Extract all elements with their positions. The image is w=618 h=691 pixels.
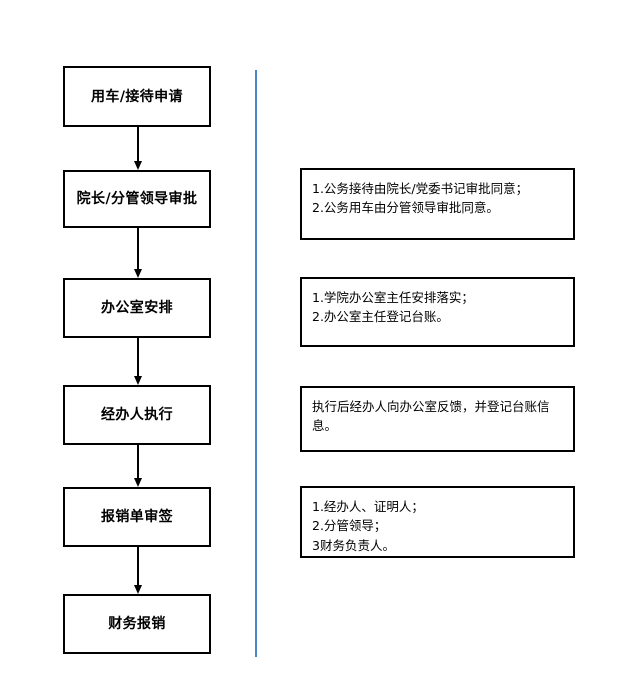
flow-box-step-1[interactable]: 用车/接待申请 <box>63 66 211 127</box>
arrow-step-4-to-step-5 <box>134 445 142 487</box>
arrow-step-5-to-step-6 <box>134 547 142 594</box>
note-box-approval: 1.公务接待由院长/党委书记审批同意； 2.公务用车由分管领导审批同意。 <box>300 168 575 240</box>
note-line: 2.公务用车由分管领导审批同意。 <box>312 200 499 216</box>
flow-box-step-4[interactable]: 经办人执行 <box>63 385 211 445</box>
flow-box-label: 办公室安排 <box>101 300 173 316</box>
arrow-head-icon <box>134 376 142 385</box>
note-box-reimbursement-signers: 1.经办人、证明人； 2.分管领导； 3财务负责人。 <box>300 486 575 558</box>
note-line: 1.公务接待由院长/党委书记审批同意； <box>312 181 529 196</box>
vertical-divider <box>255 70 257 657</box>
arrow-step-1-to-step-2 <box>134 127 142 170</box>
flow-box-step-6[interactable]: 财务报销 <box>63 594 211 654</box>
flow-box-label: 用车/接待申请 <box>91 88 183 105</box>
flow-box-label: 财务报销 <box>108 616 166 632</box>
flow-box-label: 经办人执行 <box>101 407 173 423</box>
arrow-shaft <box>137 127 139 161</box>
note-line: 2.办公室主任登记台账。 <box>312 309 449 325</box>
arrow-shaft <box>137 547 139 585</box>
arrow-step-3-to-step-4 <box>134 338 142 385</box>
arrow-head-icon <box>134 478 142 487</box>
arrow-shaft <box>137 445 139 478</box>
flow-box-step-2[interactable]: 院长/分管领导审批 <box>63 170 211 228</box>
note-line: 1.经办人、证明人； <box>312 499 424 514</box>
flow-box-label: 报销单审签 <box>101 509 173 525</box>
flow-box-step-5[interactable]: 报销单审签 <box>63 487 211 547</box>
arrow-shaft <box>137 338 139 376</box>
flow-box-step-3[interactable]: 办公室安排 <box>63 278 211 338</box>
arrow-head-icon <box>134 585 142 594</box>
arrow-head-icon <box>134 161 142 170</box>
note-line: 执行后经办人向办公室反馈，并登记台账信息。 <box>312 399 550 434</box>
arrow-head-icon <box>134 269 142 278</box>
flow-box-label: 院长/分管领导审批 <box>76 191 198 207</box>
note-line: 1.学院办公室主任安排落实； <box>312 290 474 305</box>
note-line: 3财务负责人。 <box>312 537 395 553</box>
note-box-office-arrangement: 1.学院办公室主任安排落实； 2.办公室主任登记台账。 <box>300 277 575 347</box>
arrow-step-2-to-step-3 <box>134 228 142 278</box>
arrow-shaft <box>137 228 139 269</box>
note-line: 2.分管领导； <box>312 518 387 534</box>
note-box-execution-feedback: 执行后经办人向办公室反馈，并登记台账信息。 <box>300 386 575 452</box>
